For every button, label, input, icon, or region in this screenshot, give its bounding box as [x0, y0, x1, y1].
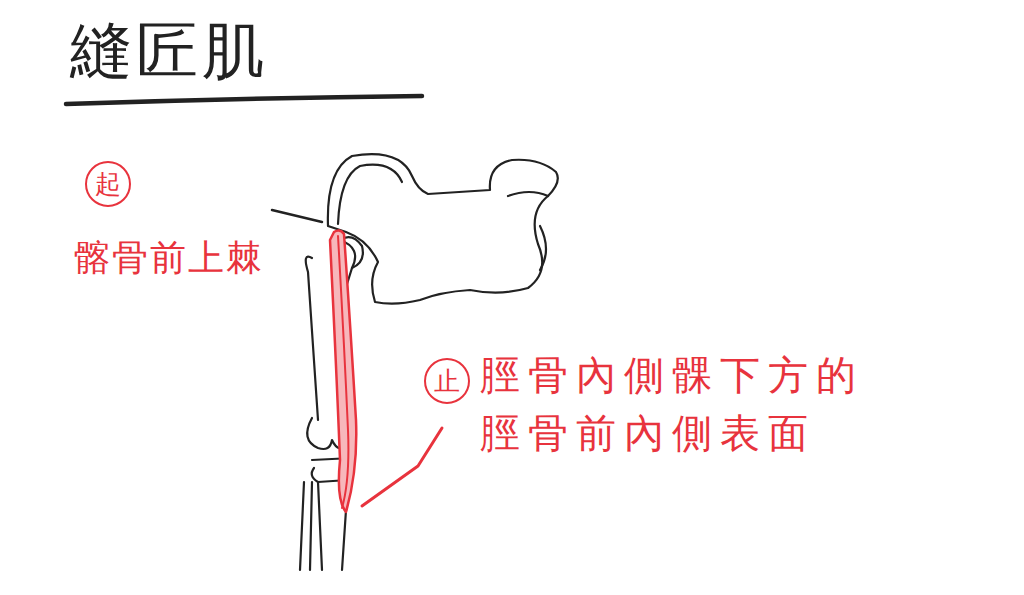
pelvis-outline: [328, 154, 558, 303]
marker-text: 止: [434, 368, 460, 394]
fibula-outline: [300, 482, 312, 570]
sartorius-muscle: [330, 230, 356, 512]
origin-label: 髂骨前上棘: [74, 232, 264, 284]
title-underline: [66, 96, 422, 104]
pelvis-inner: [508, 192, 548, 270]
sartorius-muscle-line: [338, 236, 348, 508]
title: 縫匠肌: [70, 14, 268, 88]
iliac-crest-inner: [338, 165, 402, 224]
marker-text: 起: [95, 171, 121, 197]
insertion-label: 脛骨內側髁下方的 脛骨前內側表面: [480, 346, 900, 462]
circled-marker: 止: [424, 358, 470, 404]
origin-leader: [272, 210, 322, 222]
circled-marker: 起: [85, 161, 131, 207]
insertion-leader: [362, 428, 442, 506]
